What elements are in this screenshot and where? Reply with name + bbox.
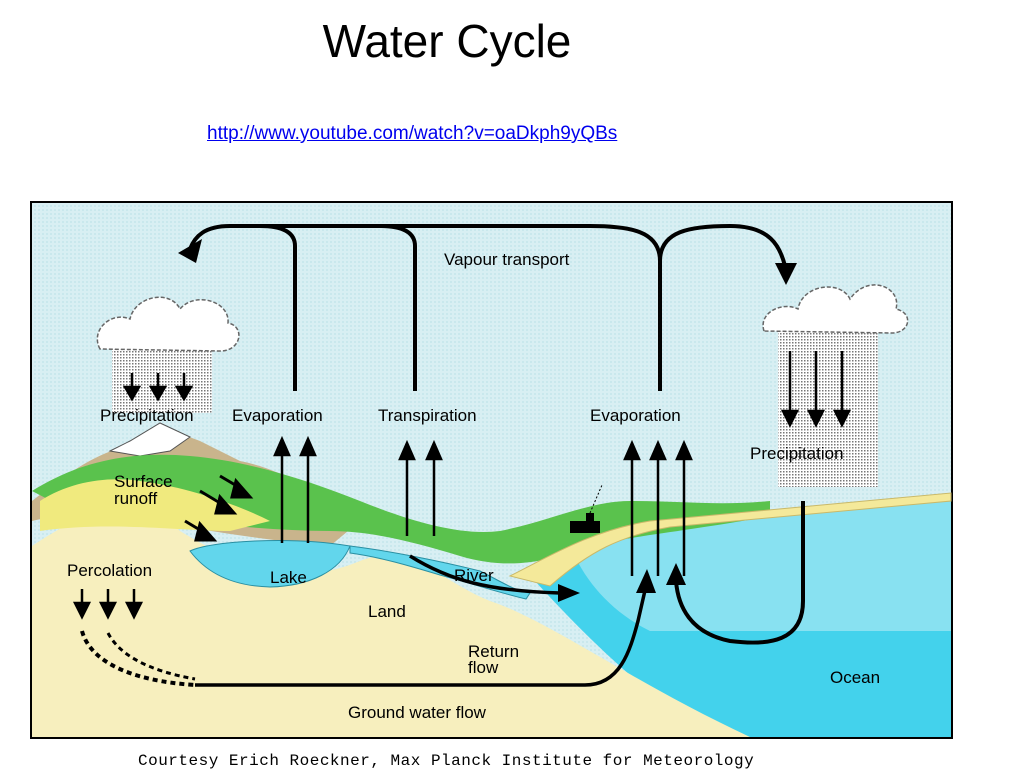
left-cloud-icon xyxy=(96,296,240,413)
label-lake: Lake xyxy=(270,568,307,587)
lake xyxy=(189,540,351,588)
arrowhead-return-flow xyxy=(558,584,580,602)
surface-runoff-arrows xyxy=(184,474,254,542)
arrowhead-ocean-loop xyxy=(666,563,686,585)
ship-icon xyxy=(570,484,603,533)
green-hills xyxy=(32,454,770,564)
label-river: River xyxy=(454,566,494,585)
label-percolation: Percolation xyxy=(67,561,152,580)
label-ground-water-flow: Ground water flow xyxy=(348,703,487,722)
label-precipitation-right: Precipitation xyxy=(750,444,844,463)
percolation-arrows xyxy=(72,589,144,620)
ground-water-flow-arrow xyxy=(195,585,648,687)
label-evaporation-right: Evaporation xyxy=(590,406,681,425)
ocean-loop-arrow xyxy=(674,501,805,645)
transpiration-arrows xyxy=(398,439,443,536)
label-precipitation-left: Precipitation xyxy=(100,406,194,425)
arrowhead-right-cloud xyxy=(775,263,797,285)
label-transpiration: Transpiration xyxy=(378,406,477,425)
rain-arrows-left xyxy=(122,373,194,402)
slide-title: Water Cycle xyxy=(322,15,572,67)
return-flow-arrow xyxy=(409,554,561,595)
right-cloud-icon xyxy=(762,284,909,487)
ground-water-dashed xyxy=(80,630,196,687)
water-cycle-diagram: Vapour transport Precipitation Evaporati… xyxy=(30,201,953,739)
video-link[interactable]: http://www.youtube.com/watch?v=oaDkph9yQ… xyxy=(207,123,618,144)
rain-arrows-right xyxy=(780,351,852,428)
vapour-transport-arrows xyxy=(188,223,787,391)
arrowhead-ground-water xyxy=(636,569,656,593)
label-return-flow-2: flow xyxy=(468,658,499,677)
credit-line: Courtesy Erich Roeckner, Max Planck Inst… xyxy=(138,752,755,770)
label-return-flow-1: Return xyxy=(468,642,519,661)
yellow-slopes xyxy=(40,479,270,531)
arrowhead-left-cloud xyxy=(178,239,202,263)
label-surface-runoff-2: runoff xyxy=(114,489,157,508)
label-surface-runoff-1: Surface xyxy=(114,472,173,491)
evaporation-arrows-right xyxy=(623,439,693,576)
evaporation-arrows-left xyxy=(273,435,317,543)
label-ocean: Ocean xyxy=(830,668,880,687)
label-evaporation-left: Evaporation xyxy=(232,406,323,425)
coast xyxy=(508,492,952,587)
label-land: Land xyxy=(368,602,406,621)
label-vapour-transport: Vapour transport xyxy=(444,250,570,269)
